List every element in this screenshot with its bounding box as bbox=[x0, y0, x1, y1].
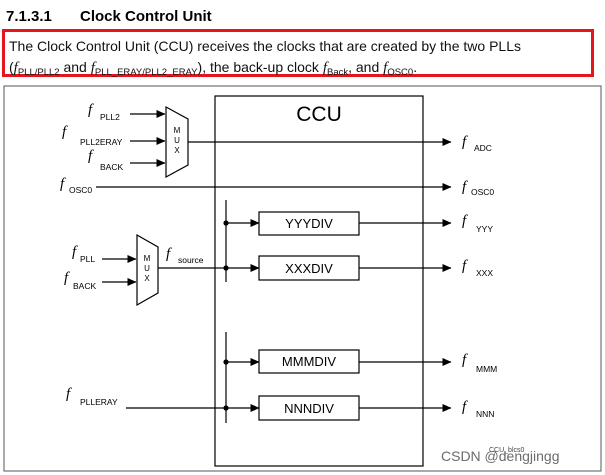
mux-letter: U bbox=[144, 264, 150, 273]
f-symbol: f bbox=[60, 176, 66, 192]
ccu-label: CCU bbox=[296, 103, 342, 126]
f-symbol: f bbox=[462, 213, 468, 229]
subscript-back: Back bbox=[326, 67, 349, 78]
divider-label-nnndiv: NNNDIV bbox=[284, 401, 334, 416]
mux-letter: X bbox=[144, 274, 150, 283]
mux-letter: U bbox=[174, 136, 180, 145]
f-symbol: f bbox=[88, 102, 94, 118]
divider-nnndiv bbox=[258, 395, 360, 421]
output-label-mmm: MMM bbox=[476, 364, 497, 374]
output-label-adc: ADC bbox=[474, 143, 492, 153]
input-label-pll: PLL bbox=[80, 254, 95, 264]
f-symbol: f bbox=[462, 352, 468, 368]
subscript-osc0: OSC0 bbox=[387, 67, 414, 78]
mux-letter: X bbox=[174, 146, 180, 155]
f-symbol: f bbox=[462, 258, 468, 274]
output-label-nnn: NNN bbox=[476, 409, 494, 419]
f-symbol: f bbox=[64, 270, 70, 286]
input-label-back-bottom: BACK bbox=[73, 281, 96, 291]
section-number: 7.1.3.1 bbox=[6, 8, 52, 25]
f-symbol: f bbox=[13, 60, 18, 76]
section-title: Clock Control Unit bbox=[80, 8, 212, 25]
input-label-plleray: PLLERAY bbox=[80, 397, 118, 407]
divider-label-xxxdiv: XXXDIV bbox=[285, 261, 333, 276]
highlighted-intro-paragraph: The Clock Control Unit (CCU) receives th… bbox=[2, 29, 594, 78]
input-label-pll2eray: PLL2ERAY bbox=[80, 137, 123, 147]
divider-label-mmmdiv: MMMDIV bbox=[282, 354, 336, 369]
f-symbol: f bbox=[462, 179, 468, 195]
subscript-pll: PLL/PLL2 bbox=[17, 67, 60, 78]
diagram-frame bbox=[3, 85, 602, 472]
subscript-pll-eray: PLL_ERAY/PLL2_ERAY bbox=[94, 67, 198, 78]
intro-and: and bbox=[59, 59, 91, 75]
f-symbol: f bbox=[72, 244, 78, 260]
f-symbol: f bbox=[462, 134, 468, 150]
watermark: CSDN @dengjingg bbox=[441, 448, 560, 464]
source-label: source bbox=[178, 255, 204, 265]
output-label-xxx: XXX bbox=[476, 268, 493, 278]
divider-label-yyydiv: YYYDIV bbox=[285, 216, 333, 231]
input-label-osc0: OSC0 bbox=[69, 185, 92, 195]
f-symbol: f bbox=[166, 246, 172, 262]
ccu-block bbox=[214, 95, 424, 467]
source-mux bbox=[136, 233, 159, 307]
intro-period: . bbox=[413, 59, 418, 75]
f-symbol: f bbox=[383, 60, 388, 76]
top-mux bbox=[165, 105, 189, 179]
f-symbol: f bbox=[462, 399, 468, 415]
intro-line-1: The Clock Control Unit (CCU) receives th… bbox=[9, 38, 521, 54]
intro-backup-text: ), the back-up clock bbox=[197, 59, 323, 75]
f-symbol: f bbox=[66, 386, 72, 402]
intro-open-paren: ( bbox=[9, 59, 14, 75]
output-label-osc0: OSC0 bbox=[471, 187, 494, 197]
intro-and-2: , and bbox=[348, 59, 384, 75]
figure-id: CCU_blcs0 bbox=[489, 447, 525, 454]
input-label-back-top: BACK bbox=[100, 162, 123, 172]
f-symbol: f bbox=[90, 60, 95, 76]
mux-letter: M bbox=[144, 254, 151, 263]
input-label-pll2: PLL2 bbox=[100, 112, 120, 122]
section-heading: 7.1.3.1 Clock Control Unit bbox=[6, 8, 212, 25]
f-symbol: f bbox=[88, 148, 94, 164]
output-label-yyy: YYY bbox=[476, 224, 493, 234]
f-symbol: f bbox=[62, 124, 68, 140]
f-symbol: f bbox=[322, 60, 327, 76]
mux-letter: M bbox=[174, 126, 181, 135]
